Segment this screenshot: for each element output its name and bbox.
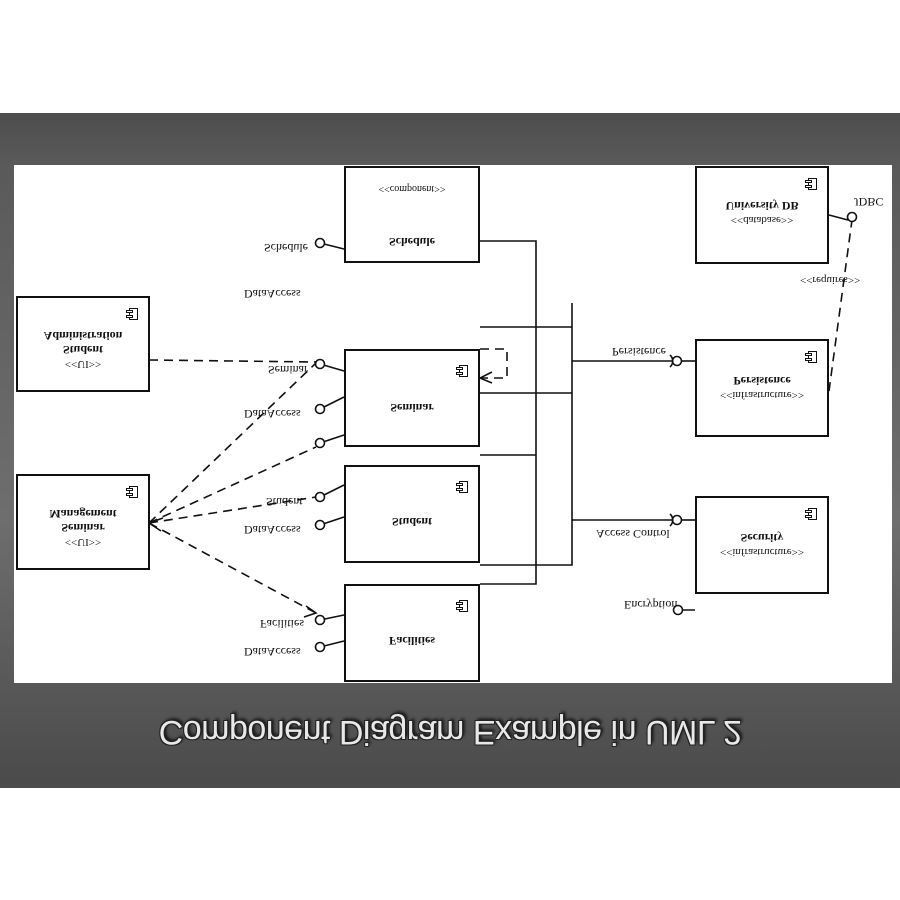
port-schedule bbox=[314, 237, 326, 249]
port-data-access-1 bbox=[314, 437, 326, 449]
dep-seminar-component bbox=[480, 348, 508, 379]
arrowhead-facilities bbox=[303, 605, 318, 618]
stereotype-infrastructure: <<infrastructure>> bbox=[719, 546, 805, 558]
dep-seminar-mgmt-schedule-da bbox=[148, 362, 317, 524]
stereotype-infrastructure: <<infrastructure>> bbox=[719, 389, 805, 401]
component-icon bbox=[459, 481, 468, 493]
component-icon bbox=[808, 351, 817, 363]
stub-jdbc bbox=[828, 214, 849, 221]
port-label-facilities: Facilities bbox=[260, 617, 304, 631]
diagram-panel: <<UI>> Student Administration <<UI>> Sem… bbox=[14, 165, 892, 683]
stereotype-ui: <<UI>> bbox=[64, 536, 102, 548]
socket-persistence bbox=[669, 354, 674, 368]
component-icon bbox=[129, 486, 138, 498]
diagram-canvas: <<UI>> Student Administration <<UI>> Sem… bbox=[14, 165, 892, 683]
slide-caption: Component Diagram Example in UML 2 bbox=[158, 713, 742, 751]
component-name: Student bbox=[62, 343, 103, 357]
port-label-jdbc: JDBC bbox=[854, 195, 884, 209]
port-access-control bbox=[671, 514, 683, 526]
component-seminar: Seminar bbox=[344, 349, 480, 447]
dep-seminar-mgmt-student bbox=[148, 496, 317, 524]
component-persistence: <<infrastructure>> Persistence bbox=[695, 339, 829, 437]
port-facilities bbox=[314, 614, 326, 626]
component-university-db: <<database>> University DB bbox=[695, 166, 829, 264]
port-label-schedule: Schedule bbox=[264, 241, 308, 255]
component-name-2: Management bbox=[49, 507, 117, 521]
dep-requires-jdbc bbox=[828, 219, 853, 392]
component-icon bbox=[808, 178, 817, 190]
component-name: University DB bbox=[725, 199, 799, 213]
stereotype-component: <<component>> bbox=[378, 183, 446, 194]
port-label-access-control: Access Control bbox=[596, 527, 670, 541]
port-label-data-access: DataAccess bbox=[244, 645, 301, 659]
dep-student-admin-seminar bbox=[148, 359, 317, 363]
component-name: Persistence bbox=[733, 374, 791, 388]
component-student-administration: <<UI>> Student Administration bbox=[16, 296, 150, 392]
bus-line-outer bbox=[480, 303, 573, 566]
component-schedule: Schedule <<component>> bbox=[344, 166, 480, 263]
component-icon bbox=[129, 308, 138, 320]
component-name: Schedule bbox=[388, 235, 435, 249]
socket-access-control bbox=[669, 513, 674, 527]
component-name: Seminar bbox=[390, 401, 434, 415]
port-persistence bbox=[671, 355, 683, 367]
port-label-data-access: DataAccess bbox=[244, 407, 301, 421]
dep-seminar-mgmt-seminar-da bbox=[148, 446, 317, 524]
port-seminar bbox=[314, 358, 326, 370]
component-name-2: Administration bbox=[43, 329, 123, 343]
port-student bbox=[314, 491, 326, 503]
component-name: Security bbox=[740, 531, 784, 545]
component-facilities: Facilities bbox=[344, 584, 480, 682]
port-label-data-access: DataAccess bbox=[244, 523, 301, 537]
dep-seminar-mgmt-facilities bbox=[148, 522, 317, 614]
bus-line-inner bbox=[480, 240, 537, 585]
port-data-access-4 bbox=[314, 641, 326, 653]
component-security: <<infrastructure>> Security bbox=[695, 496, 829, 594]
requires-label: <<requires>> bbox=[800, 274, 861, 286]
stereotype-ui: <<UI>> bbox=[64, 358, 102, 370]
component-name: Seminar bbox=[61, 521, 105, 535]
port-label-data-access: DataAccess bbox=[244, 287, 301, 301]
component-seminar-management: <<UI>> Seminar Management bbox=[16, 474, 150, 570]
slide-background: <<UI>> Student Administration <<UI>> Sem… bbox=[0, 113, 900, 788]
port-label-encryption: Encryption bbox=[624, 598, 678, 612]
port-data-access-2 bbox=[314, 403, 326, 415]
port-label-student: Student bbox=[266, 495, 303, 509]
port-label-seminar: Seminar bbox=[268, 363, 308, 377]
component-name: Student bbox=[391, 515, 432, 529]
port-data-access-3 bbox=[314, 519, 326, 531]
component-icon bbox=[459, 365, 468, 377]
port-jdbc bbox=[846, 211, 858, 223]
port-label-persistence: Persistence bbox=[612, 345, 666, 359]
component-name: Facilities bbox=[389, 634, 435, 648]
component-student: Student bbox=[344, 465, 480, 563]
port-encryption bbox=[672, 604, 684, 616]
component-icon bbox=[808, 508, 817, 520]
arrowhead-component bbox=[478, 371, 493, 384]
component-icon bbox=[459, 600, 468, 612]
stereotype-database: <<database>> bbox=[730, 214, 794, 226]
